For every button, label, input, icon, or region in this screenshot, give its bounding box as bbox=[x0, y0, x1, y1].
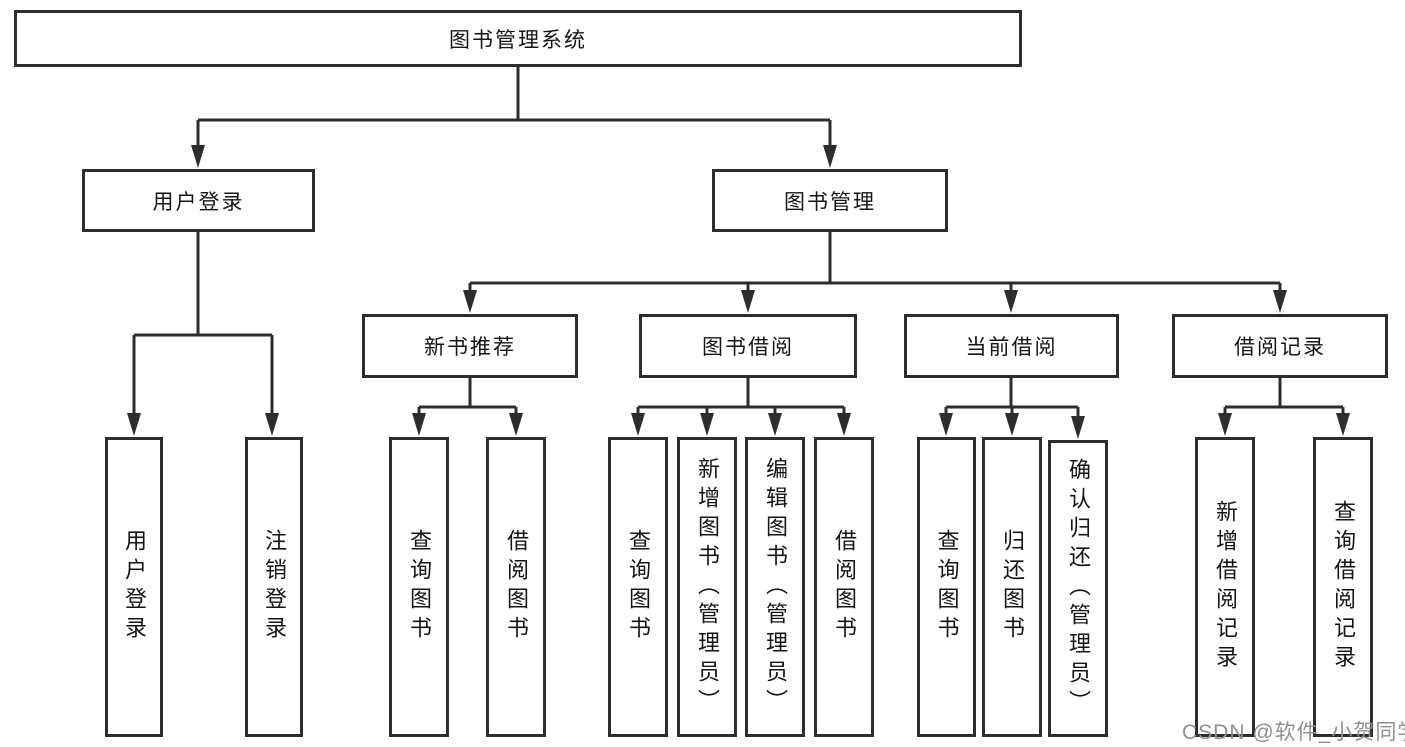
arrowhead bbox=[631, 413, 645, 436]
leaf-query-borrow-record-label: 查询借阅记录 bbox=[1331, 500, 1356, 674]
arrowhead bbox=[939, 413, 953, 436]
leaf-query-books-1: 查询图书 bbox=[389, 437, 449, 737]
arrowhead bbox=[509, 413, 523, 436]
connector-line bbox=[196, 67, 832, 150]
node-book-borrow-label: 图书借阅 bbox=[702, 336, 794, 359]
arrowhead bbox=[1218, 413, 1232, 436]
leaf-return-books: 归还图书 bbox=[982, 437, 1042, 737]
leaf-query-borrow-record: 查询借阅记录 bbox=[1313, 437, 1373, 737]
node-library-system: 图书管理系统 bbox=[14, 10, 1022, 67]
leaf-borrow-books-2-label: 借阅图书 bbox=[832, 529, 857, 645]
connector-book-borrow-children bbox=[631, 378, 851, 436]
node-user-login-label: 用户登录 bbox=[152, 190, 245, 214]
leaf-return-books-label: 归还图书 bbox=[1000, 529, 1025, 645]
connector-line bbox=[636, 378, 846, 418]
connector-line bbox=[417, 378, 518, 418]
arrowhead bbox=[1004, 290, 1018, 313]
connector-book-management-children bbox=[463, 232, 1287, 313]
node-borrow-records: 借阅记录 bbox=[1172, 314, 1388, 378]
arrowhead bbox=[823, 145, 837, 168]
arrowhead bbox=[1071, 416, 1085, 439]
leaf-query-books-2: 查询图书 bbox=[608, 437, 668, 737]
leaf-borrow-books-1: 借阅图书 bbox=[486, 437, 546, 737]
node-new-book-recommend-label: 新书推荐 bbox=[424, 336, 516, 359]
arrowhead bbox=[700, 413, 714, 436]
connector-line bbox=[944, 378, 1080, 421]
node-user-login: 用户登录 bbox=[82, 169, 315, 232]
leaf-logout: 注销登录 bbox=[245, 437, 303, 737]
leaf-confirm-return-admin-label: 确认归还（管理员） bbox=[1066, 458, 1091, 719]
arrowhead bbox=[837, 413, 851, 436]
leaf-add-book-admin: 新增图书（管理员） bbox=[677, 437, 737, 737]
connector-root-to-level2 bbox=[191, 67, 837, 168]
leaf-add-borrow-record-label: 新增借阅记录 bbox=[1213, 500, 1238, 674]
leaf-borrow-books-1-label: 借阅图书 bbox=[504, 529, 529, 645]
arrowhead bbox=[741, 290, 755, 313]
leaf-confirm-return-admin: 确认归还（管理员） bbox=[1048, 440, 1108, 737]
leaf-add-book-admin-label: 新增图书（管理员） bbox=[695, 456, 720, 718]
connector-user-login-children bbox=[127, 232, 279, 436]
leaf-query-books-3: 查询图书 bbox=[917, 437, 976, 737]
node-book-management-label: 图书管理 bbox=[784, 190, 876, 214]
connector-current-borrow-children bbox=[939, 378, 1085, 439]
leaf-query-books-3-label: 查询图书 bbox=[934, 529, 960, 645]
arrowhead bbox=[1336, 413, 1350, 436]
connector-new-book-recommend-children bbox=[412, 378, 523, 436]
arrowhead bbox=[768, 413, 782, 436]
arrowhead bbox=[127, 413, 141, 436]
csdn-watermark: CSDN @软件_小贺同学 bbox=[1182, 721, 1405, 744]
node-library-system-label: 图书管理系统 bbox=[449, 28, 587, 52]
arrowhead bbox=[1273, 290, 1287, 313]
node-book-management: 图书管理 bbox=[712, 169, 948, 232]
arrowhead bbox=[463, 290, 477, 313]
leaf-query-books-1-label: 查询图书 bbox=[407, 529, 432, 645]
node-borrow-records-label: 借阅记录 bbox=[1234, 336, 1326, 359]
arrowhead bbox=[412, 413, 426, 436]
leaf-borrow-books-2: 借阅图书 bbox=[814, 437, 874, 737]
node-current-borrow: 当前借阅 bbox=[904, 314, 1119, 378]
connector-line bbox=[132, 232, 274, 418]
arrowhead bbox=[1005, 413, 1019, 436]
leaf-user-login: 用户登录 bbox=[105, 437, 163, 737]
leaf-edit-book-admin-label: 编辑图书（管理员） bbox=[763, 456, 788, 718]
leaf-query-books-2-label: 查询图书 bbox=[626, 529, 651, 645]
leaf-user-login-label: 用户登录 bbox=[122, 529, 147, 645]
node-book-borrow: 图书借阅 bbox=[639, 314, 857, 378]
leaf-edit-book-admin: 编辑图书（管理员） bbox=[745, 437, 805, 737]
connector-line bbox=[468, 232, 1282, 295]
connector-line bbox=[1223, 378, 1345, 418]
leaf-logout-label: 注销登录 bbox=[262, 529, 287, 645]
leaf-add-borrow-record: 新增借阅记录 bbox=[1195, 437, 1255, 737]
node-current-borrow-label: 当前借阅 bbox=[965, 336, 1058, 359]
arrowhead bbox=[191, 145, 205, 168]
connector-borrow-records-children bbox=[1218, 378, 1350, 436]
arrowhead bbox=[265, 413, 279, 436]
node-new-book-recommend: 新书推荐 bbox=[362, 314, 578, 378]
